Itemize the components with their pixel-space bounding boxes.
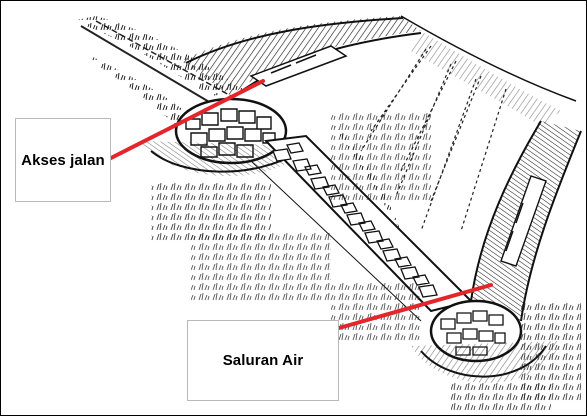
label-saluran-air-text: Saluran Air: [223, 352, 304, 369]
label-akses-jalan-text: Akses jalan: [21, 152, 105, 169]
terrace-upper: [181, 16, 421, 97]
terrace-lower: [471, 121, 581, 321]
label-saluran-air: Saluran Air: [187, 320, 339, 401]
label-akses-jalan: Akses jalan: [15, 118, 111, 202]
